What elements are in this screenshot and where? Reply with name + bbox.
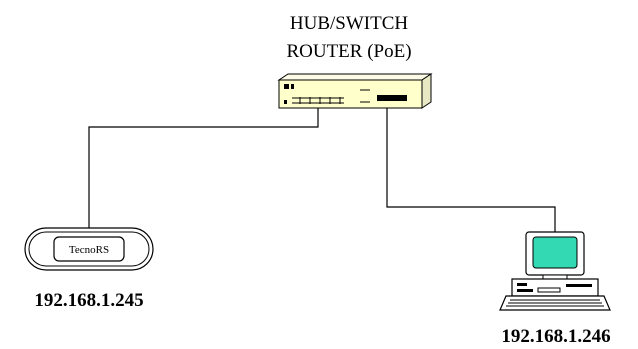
network-switch-icon: [279, 74, 431, 108]
desktop-computer-icon: [500, 232, 610, 310]
tecnors-device-icon: TecnoRS: [25, 228, 153, 270]
cable-hub-to-device: [89, 108, 318, 228]
device-label: TecnoRS: [69, 244, 109, 256]
hub-label-line2: ROUTER (PoE): [286, 41, 411, 62]
device-ip-label: 192.168.1.245: [34, 290, 143, 311]
cable-hub-to-computer: [387, 108, 555, 232]
computer-ip-label: 192.168.1.246: [501, 326, 610, 347]
hub-label-line1: HUB/SWITCH: [290, 13, 409, 34]
computer-screen: [533, 237, 577, 268]
